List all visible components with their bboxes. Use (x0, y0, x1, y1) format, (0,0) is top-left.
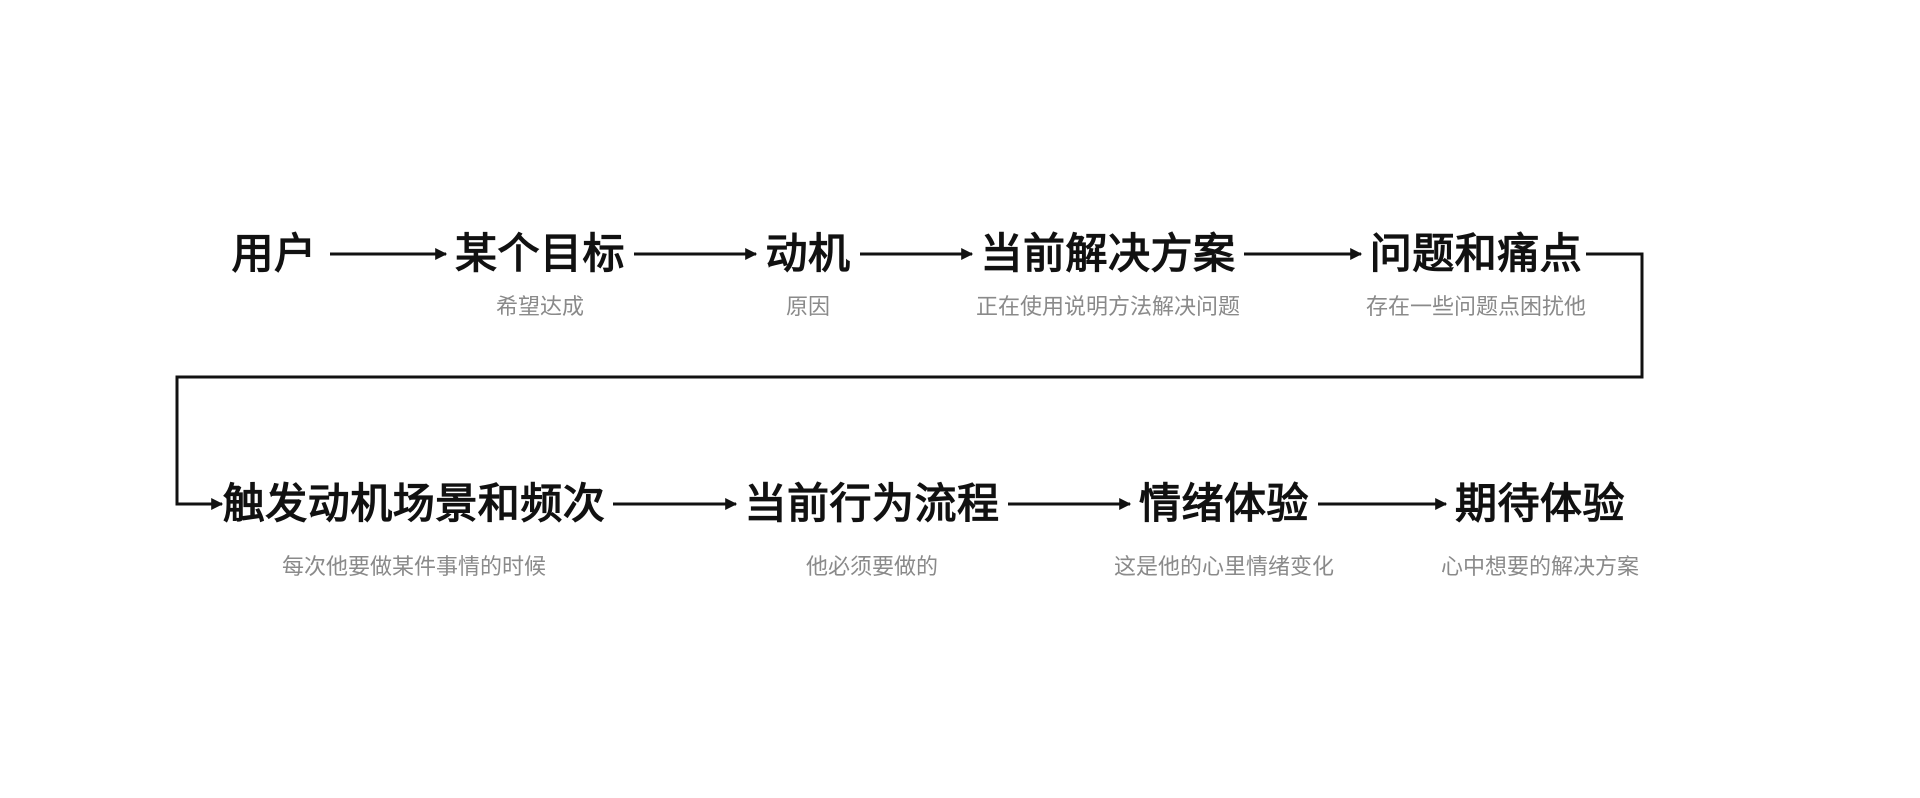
flow-node-current-solution[interactable]: 当前解决方案 正在使用说明方法解决问题 (976, 230, 1240, 320)
flow-node-expected-experience[interactable]: 期待体验 心中想要的解决方案 (1441, 480, 1639, 580)
node-title: 期待体验 (1454, 480, 1626, 527)
flow-node-user[interactable]: 用户 (231, 231, 316, 277)
node-title: 用户 (231, 230, 317, 277)
node-title: 问题和痛点 (1369, 230, 1583, 277)
node-title: 触发动机场景和频次 (222, 480, 606, 527)
node-subtitle: 心中想要的解决方案 (1440, 554, 1639, 579)
flow-node-goal[interactable]: 某个目标 希望达成 (454, 230, 626, 320)
node-title: 当前解决方案 (980, 230, 1236, 277)
node-title: 当前行为流程 (744, 480, 1000, 527)
connector-painpoint-to-trigger (175, 252, 1644, 510)
node-subtitle: 存在一些问题点困扰他 (1365, 294, 1586, 319)
flow-node-pain-points[interactable]: 问题和痛点 存在一些问题点困扰他 (1366, 230, 1586, 320)
flow-node-current-behavior-flow[interactable]: 当前行为流程 他必须要做的 (744, 480, 1000, 580)
node-subtitle: 正在使用说明方法解决问题 (975, 294, 1240, 319)
node-subtitle: 这是他的心里情绪变化 (1113, 554, 1334, 579)
node-subtitle: 他必须要做的 (805, 554, 938, 579)
node-title: 某个目标 (454, 230, 626, 277)
flow-node-emotional-experience[interactable]: 情绪体验 这是他的心里情绪变化 (1114, 480, 1334, 580)
node-subtitle: 每次他要做某件事情的时候 (281, 554, 546, 579)
node-title: 情绪体验 (1138, 480, 1310, 527)
node-subtitle: 希望达成 (495, 294, 584, 319)
flow-node-motivation[interactable]: 动机 原因 (765, 230, 851, 320)
flow-node-trigger-scene-frequency[interactable]: 触发动机场景和频次 每次他要做某件事情的时候 (222, 480, 606, 580)
node-subtitle: 原因 (785, 294, 830, 319)
node-title: 动机 (765, 230, 851, 277)
